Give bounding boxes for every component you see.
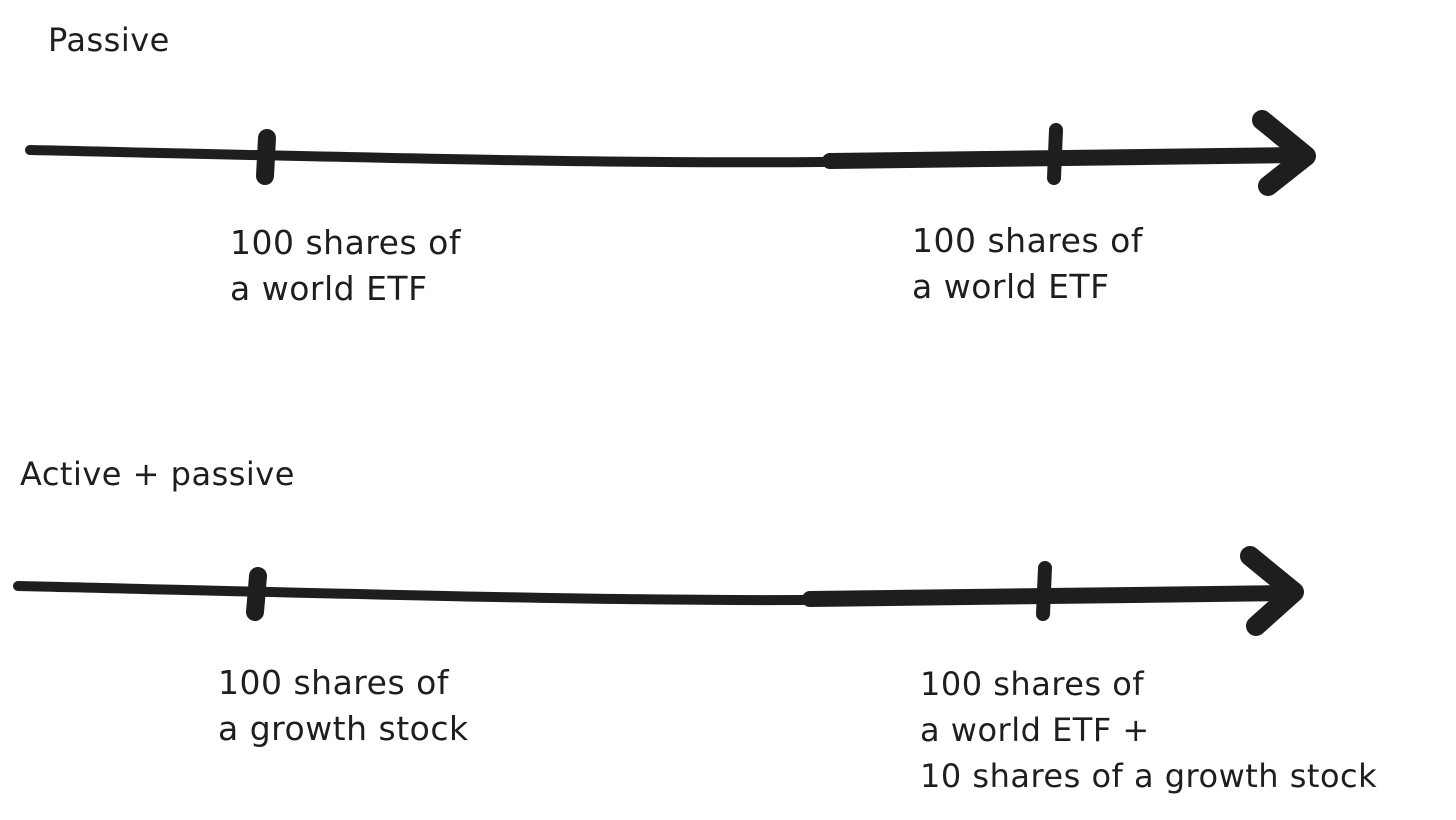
milestone-label-passive-1: 100 shares of a world ETF: [230, 220, 461, 312]
timeline-active: [13, 546, 1304, 636]
milestone-label-passive-2: 100 shares of a world ETF: [912, 218, 1143, 310]
milestone-label-active-1: 100 shares of a growth stock: [218, 660, 469, 752]
milestone-label-line: 100 shares of: [218, 663, 449, 702]
timeline-passive-tick-1: [256, 129, 276, 185]
milestone-label-line: a world ETF: [912, 267, 1110, 306]
timeline-passive-tick-2: [1047, 123, 1063, 185]
milestone-label-line: a world ETF: [230, 269, 428, 308]
milestone-label-active-2: 100 shares of a world ETF + 10 shares of…: [920, 661, 1377, 799]
timeline-passive-line-thick: [822, 147, 1308, 169]
milestone-label-line: 100 shares of: [920, 665, 1145, 703]
section-title-passive: Passive: [48, 21, 170, 59]
timeline-active-line-thick: [802, 585, 1298, 607]
milestone-label-line: 100 shares of: [912, 221, 1143, 260]
milestone-label-line: 100 shares of: [230, 223, 461, 262]
milestone-label-line: a world ETF +: [920, 711, 1150, 749]
timeline-active-tick-2: [1036, 561, 1052, 621]
timeline-active-tick-1: [246, 567, 267, 621]
milestone-label-line: a growth stock: [218, 709, 469, 748]
section-title-active-passive: Active + passive: [20, 455, 295, 493]
timeline-passive: [25, 110, 1316, 196]
timeline-active-arrowhead: [1240, 546, 1304, 636]
timeline-passive-arrowhead: [1252, 110, 1316, 196]
milestone-label-line: 10 shares of a growth stock: [920, 757, 1378, 795]
